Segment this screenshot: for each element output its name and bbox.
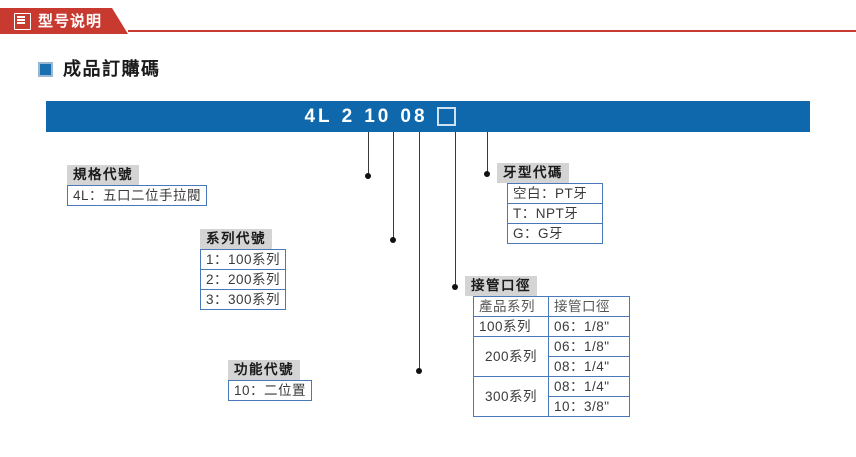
table-row: 200系列 06：1/8" bbox=[473, 336, 630, 378]
port-size-300-10: 10：3/8" bbox=[548, 396, 630, 418]
table-row: 2：200系列 bbox=[199, 269, 287, 291]
section-title-text: 成品訂購碼 bbox=[63, 59, 161, 79]
port-size-200-06: 06：1/8" bbox=[548, 336, 630, 358]
spec-option-4l: 4L：五口二位手拉閥 bbox=[66, 185, 208, 207]
port-header-size: 接管口徑 bbox=[548, 296, 630, 318]
leader-dot-thread bbox=[484, 171, 490, 177]
callout-thread-table: 空白：PT牙 T：NPT牙 G：G牙 bbox=[507, 183, 603, 245]
callout-port-label: 接管口徑 bbox=[465, 276, 537, 297]
leader-line-port bbox=[455, 132, 457, 287]
callout-function-label: 功能代號 bbox=[228, 360, 300, 381]
callout-spec-table: 4L：五口二位手拉閥 bbox=[66, 185, 208, 207]
leader-line-series bbox=[393, 132, 395, 240]
model-code-bar: 4L 2 10 08 bbox=[46, 101, 810, 132]
port-size-200-08: 08：1/4" bbox=[548, 356, 630, 378]
page-header: 型号说明 bbox=[0, 8, 856, 34]
table-header-row: 產品系列 接管口徑 bbox=[473, 296, 630, 318]
code-segment-function: 10 bbox=[364, 105, 392, 127]
model-code-text: 4L 2 10 08 bbox=[304, 105, 456, 128]
series-option-2: 2：200系列 bbox=[199, 269, 287, 291]
callout-thread-label: 牙型代碼 bbox=[497, 163, 569, 184]
callout-series-table: 1：100系列 2：200系列 3：300系列 bbox=[199, 249, 287, 311]
function-option-10: 10：二位置 bbox=[227, 380, 313, 402]
table-row: T：NPT牙 bbox=[507, 203, 603, 225]
thread-option-t: T：NPT牙 bbox=[507, 203, 603, 225]
code-segment-series: 2 bbox=[341, 105, 356, 127]
callout-spec-code: 規格代號 4L：五口二位手拉閥 bbox=[66, 165, 208, 207]
callout-port-table: 產品系列 接管口徑 100系列 06：1/8" 200系列 06：1/8" 08… bbox=[473, 296, 630, 418]
code-segment-spec: 4L bbox=[304, 105, 333, 127]
callout-function-code: 功能代號 10：二位置 bbox=[227, 360, 362, 402]
series-option-1: 1：100系列 bbox=[199, 249, 287, 271]
document-lines-icon bbox=[14, 13, 31, 30]
callout-series-label: 系列代號 bbox=[200, 229, 272, 250]
port-size-100-06: 06：1/8" bbox=[548, 316, 630, 338]
thread-option-blank: 空白：PT牙 bbox=[507, 183, 603, 205]
code-segment-port: 08 bbox=[400, 105, 428, 127]
callout-spec-label: 規格代號 bbox=[67, 165, 140, 186]
series-option-3: 3：300系列 bbox=[199, 289, 287, 311]
port-series-300: 300系列 bbox=[473, 376, 549, 418]
table-row: 4L：五口二位手拉閥 bbox=[66, 185, 208, 207]
callout-series-code: 系列代號 1：100系列 2：200系列 3：300系列 bbox=[199, 229, 338, 311]
table-row: 100系列 06：1/8" bbox=[473, 316, 630, 338]
callout-thread-code: 牙型代碼 空白：PT牙 T：NPT牙 G：G牙 bbox=[497, 163, 603, 245]
code-segment-thread-placeholder bbox=[436, 107, 456, 126]
leader-dot-function bbox=[416, 368, 422, 374]
section-heading: 成品訂購碼 bbox=[38, 60, 161, 78]
callout-port-size: 接管口徑 產品系列 接管口徑 100系列 06：1/8" 200系列 06：1/… bbox=[465, 276, 630, 418]
table-row: G：G牙 bbox=[507, 223, 603, 245]
table-row: 10：二位置 bbox=[227, 380, 313, 402]
table-row: 3：300系列 bbox=[199, 289, 287, 311]
table-row: 1：100系列 bbox=[199, 249, 287, 271]
table-row: 空白：PT牙 bbox=[507, 183, 603, 205]
port-size-300-08: 08：1/4" bbox=[548, 376, 630, 398]
callout-function-table: 10：二位置 bbox=[227, 380, 313, 402]
table-row: 300系列 08：1/4" bbox=[473, 376, 630, 418]
leader-line-thread bbox=[487, 132, 489, 174]
leader-dot-spec bbox=[365, 173, 371, 179]
header-ribbon: 型号说明 bbox=[0, 8, 128, 34]
header-title: 型号说明 bbox=[38, 12, 103, 30]
port-series-100: 100系列 bbox=[473, 316, 549, 338]
port-series-200: 200系列 bbox=[473, 336, 549, 378]
header-rule bbox=[128, 30, 856, 32]
leader-dot-series bbox=[390, 237, 396, 243]
table-row: 10：3/8" bbox=[474, 396, 630, 418]
thread-option-g: G：G牙 bbox=[507, 223, 603, 245]
leader-dot-port bbox=[452, 284, 458, 290]
leader-line-function bbox=[419, 132, 421, 371]
port-header-series: 產品系列 bbox=[473, 296, 549, 318]
leader-line-spec bbox=[368, 132, 370, 176]
square-bullet-icon bbox=[38, 61, 53, 77]
